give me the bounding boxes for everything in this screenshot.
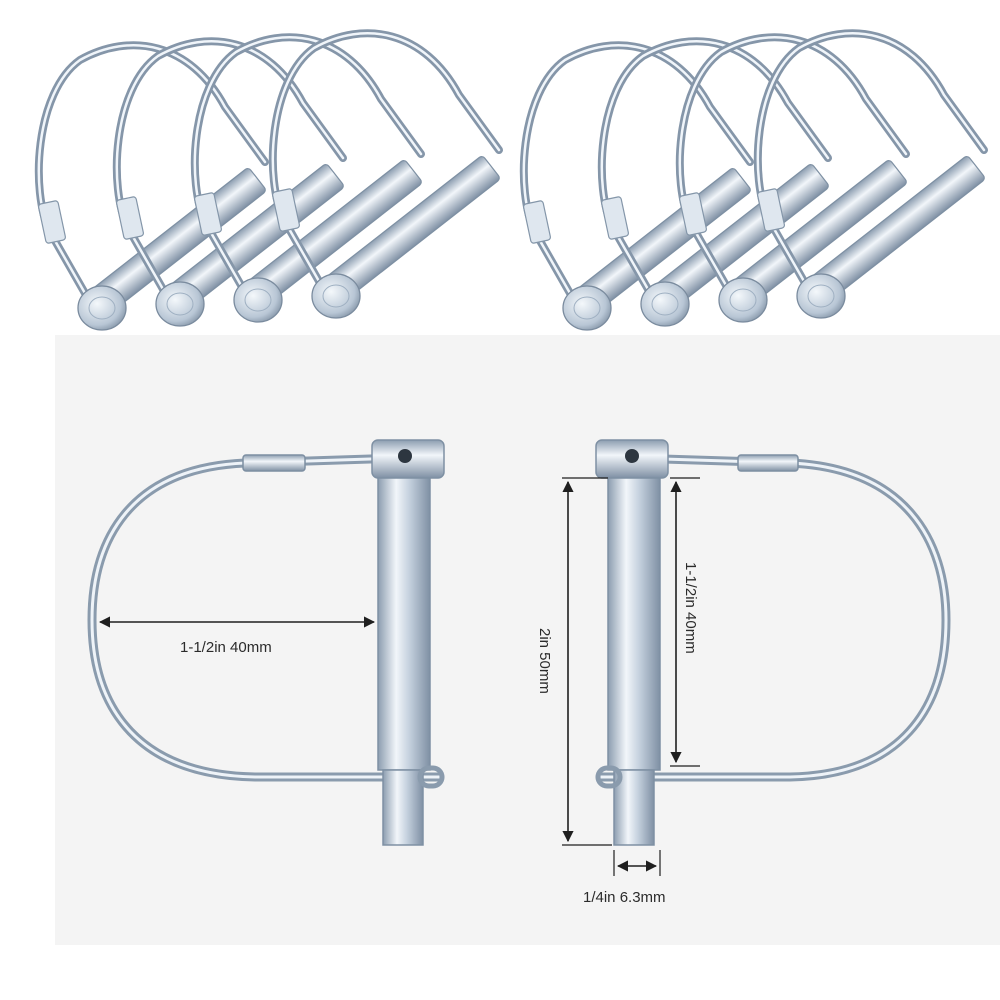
shaft-lock-pin bbox=[519, 41, 754, 331]
dimension-pin-diameter: 1/4in 6.3mm bbox=[583, 850, 666, 906]
detail-pin-right bbox=[595, 439, 951, 846]
shaft-lock-pin bbox=[597, 37, 832, 327]
shaft-lock-pin bbox=[268, 29, 503, 319]
shaft-lock-pin bbox=[675, 33, 910, 323]
ring-end-loop bbox=[417, 765, 445, 789]
pin-set-group-right bbox=[519, 29, 988, 331]
dimension-ring-width: 1-1/2in 40mm bbox=[98, 616, 376, 656]
label-ring-width: 1-1/2in 40mm bbox=[180, 639, 272, 656]
label-pin-diameter: 1/4in 6.3mm bbox=[583, 889, 666, 906]
crimp-sleeve bbox=[737, 454, 799, 472]
pin-shaft bbox=[607, 469, 661, 771]
ring-end-loop bbox=[595, 765, 623, 789]
pin-tip bbox=[382, 769, 424, 846]
crimp-sleeve bbox=[242, 454, 306, 472]
pin-set-group-left bbox=[34, 29, 503, 331]
shaft-lock-pin bbox=[34, 41, 269, 331]
pin-shaft bbox=[377, 469, 431, 771]
dimension-ring-height: 1-1/2in 40mm bbox=[670, 477, 700, 767]
shaft-lock-pin bbox=[753, 29, 988, 319]
label-ring-height: 1-1/2in 40mm bbox=[682, 562, 699, 654]
dimension-pin-length: 2in 50mm bbox=[536, 477, 612, 846]
shaft-lock-pin bbox=[190, 33, 425, 323]
label-pin-length: 2in 50mm bbox=[536, 628, 553, 694]
detail-pin-left bbox=[87, 439, 445, 846]
detail-panel bbox=[55, 335, 1000, 945]
shaft-lock-pin bbox=[112, 37, 347, 327]
